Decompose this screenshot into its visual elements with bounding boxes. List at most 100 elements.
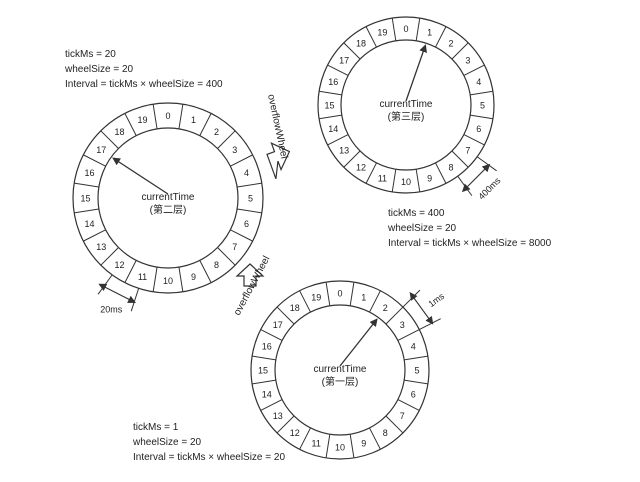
slot-divider xyxy=(260,329,283,341)
slot-label: 15 xyxy=(324,101,334,111)
inner-ring xyxy=(97,127,239,269)
slot-label: 5 xyxy=(414,366,419,376)
slot-divider xyxy=(74,208,99,214)
overflow-label-l2-l3: overflowWheel xyxy=(265,93,289,159)
slot-label: 4 xyxy=(411,342,416,352)
slot-divider xyxy=(178,104,184,129)
level3-tickms: tickMs = 400 xyxy=(388,208,445,219)
slot-label: 6 xyxy=(476,124,481,134)
slot-divider xyxy=(397,329,420,341)
slot-label: 3 xyxy=(465,56,470,66)
slot-label: 7 xyxy=(465,145,470,155)
outer-ring xyxy=(250,280,430,460)
level2-tickms: tickMs = 20 xyxy=(65,49,116,60)
slot-label: 16 xyxy=(328,77,338,87)
layer-label: (第一层) xyxy=(322,375,359,388)
slot-divider xyxy=(470,90,493,96)
slot-divider xyxy=(470,114,493,120)
slot-label: 14 xyxy=(262,389,272,399)
slot-label: 13 xyxy=(96,242,106,252)
level3-wheelsize: wheelSize = 20 xyxy=(388,223,457,234)
slot-divider xyxy=(319,90,342,96)
slot-label: 0 xyxy=(165,111,170,121)
slot-label: 19 xyxy=(311,292,321,302)
slot-divider xyxy=(217,130,236,149)
level1-wheelsize: wheelSize = 20 xyxy=(133,437,202,448)
slot-divider xyxy=(404,379,428,385)
slot-label: 3 xyxy=(232,145,237,155)
slot-divider xyxy=(319,114,342,120)
level1-tickms: tickMs = 1 xyxy=(133,422,179,433)
slot-divider xyxy=(299,290,311,313)
slot-divider xyxy=(74,182,99,188)
slot-divider xyxy=(325,434,331,458)
slot-label: 9 xyxy=(191,272,196,282)
slot-label: 10 xyxy=(401,177,411,187)
outer-ring xyxy=(317,16,495,194)
current-time-pointer xyxy=(112,157,169,195)
slot-divider xyxy=(230,229,253,242)
slot-label: 14 xyxy=(328,124,338,134)
slot-divider xyxy=(199,260,212,283)
level1-interval: Interval = tickMs × wheelSize = 20 xyxy=(133,452,286,463)
slot-divider xyxy=(252,355,276,361)
slot-label: 13 xyxy=(273,411,283,421)
slot-divider xyxy=(217,247,236,266)
slot-divider xyxy=(343,42,361,60)
overflow-arrow-l2-l3: overflowWheel xyxy=(265,93,291,180)
slot-divider xyxy=(100,130,119,149)
slot-label: 9 xyxy=(361,439,366,449)
current-time-label: currentTime xyxy=(314,364,367,375)
slot-divider xyxy=(385,415,404,434)
slot-label: 11 xyxy=(138,272,147,282)
slot-divider xyxy=(237,182,262,188)
slot-label: 12 xyxy=(114,260,124,270)
slot-divider xyxy=(83,154,106,167)
slot-label: 6 xyxy=(244,219,249,229)
outer-ring xyxy=(72,102,264,294)
slot-divider xyxy=(369,290,381,313)
slot-label: 6 xyxy=(411,389,416,399)
inner-ring xyxy=(274,304,406,436)
slot-divider xyxy=(124,260,137,283)
slot-label: 16 xyxy=(85,168,95,178)
slot-label: 0 xyxy=(337,289,342,299)
slot-label: 7 xyxy=(400,411,405,421)
slot-label: 5 xyxy=(248,194,253,204)
level2-params: tickMs = 20 wheelSize = 20 Interval = ti… xyxy=(65,47,223,92)
slot-label: 19 xyxy=(377,28,387,38)
slot-divider xyxy=(230,154,253,167)
level3-params: tickMs = 400 wheelSize = 20 Interval = t… xyxy=(388,206,551,251)
slot-label: 17 xyxy=(273,320,283,330)
slot-divider xyxy=(451,42,469,60)
slot-divider xyxy=(415,169,421,192)
slot-label: 18 xyxy=(356,39,366,49)
slot-divider xyxy=(397,399,420,411)
slot-label: 2 xyxy=(448,39,453,49)
slot-label: 13 xyxy=(339,145,349,155)
slot-divider xyxy=(152,104,158,129)
slot-label: 5 xyxy=(480,101,485,111)
slot-divider xyxy=(260,399,283,411)
slot-label: 14 xyxy=(85,219,95,229)
slot-divider xyxy=(237,208,262,214)
tick-span-indicator: 1ms xyxy=(402,289,446,331)
slot-label: 19 xyxy=(137,115,147,125)
overflow-arrow-l1-l2: overflowWheel xyxy=(232,254,273,317)
slot-label: 8 xyxy=(383,428,388,438)
slot-label: 15 xyxy=(80,194,90,204)
level3-interval: Interval = tickMs × wheelSize = 8000 xyxy=(388,238,552,249)
slot-label: 17 xyxy=(96,145,106,155)
slot-label: 10 xyxy=(163,276,173,286)
slot-divider xyxy=(100,247,119,266)
level2-interval: Interval = tickMs × wheelSize = 400 xyxy=(65,79,223,90)
slot-label: 4 xyxy=(244,168,249,178)
tick-span-label: 20ms xyxy=(100,304,123,314)
slot-label: 11 xyxy=(378,173,387,183)
slot-label: 12 xyxy=(356,162,366,172)
current-time-pointer xyxy=(405,44,427,102)
slot-label: 9 xyxy=(427,173,432,183)
slot-label: 2 xyxy=(214,127,219,137)
